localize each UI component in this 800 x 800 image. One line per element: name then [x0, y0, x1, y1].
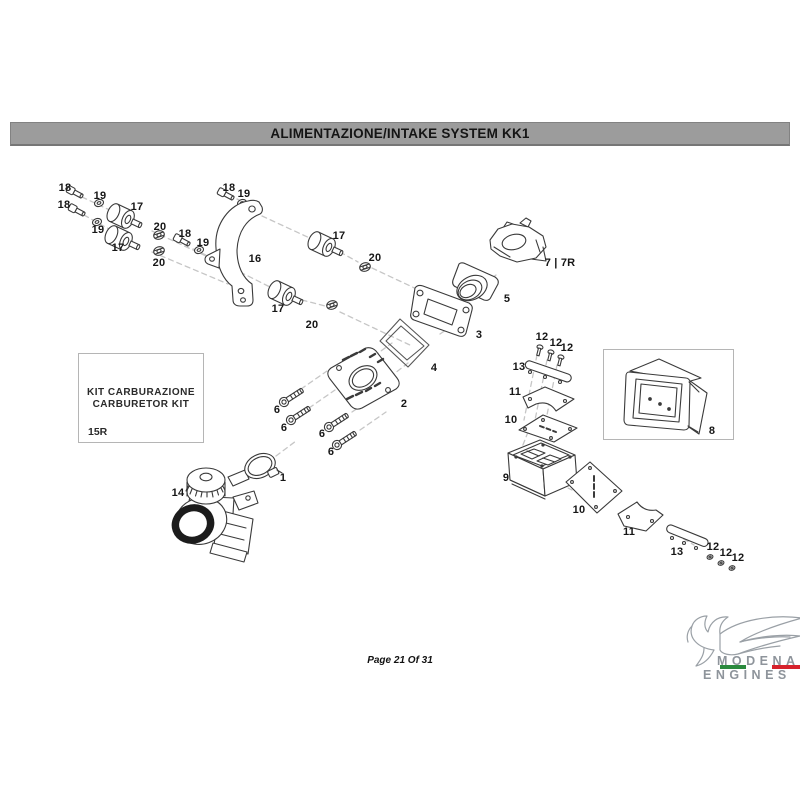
rubber-mount-17	[264, 278, 307, 312]
part-4-gasket	[379, 318, 430, 368]
kit-box-title: KIT CARBURAZIONE CARBURETOR KIT	[79, 387, 203, 410]
part-14-carburetor	[171, 467, 259, 563]
washer-19-icon	[91, 216, 103, 228]
nut-20-icon	[325, 298, 339, 312]
part-3-plate	[410, 284, 473, 337]
brand-modena: MODENA	[717, 654, 800, 668]
part-16-bracket	[204, 199, 263, 307]
winged-horse-icon	[686, 615, 800, 667]
brand-engines: ENGINES	[703, 668, 791, 682]
upper-reed-stack	[518, 343, 578, 443]
nut-20-icon	[152, 244, 166, 258]
part-9-reed-block	[507, 439, 578, 500]
page-number: Page 21 Of 31	[367, 655, 433, 666]
bolt-18-icon	[67, 202, 87, 219]
rubber-mount-17	[101, 223, 144, 257]
part-1-hose-clamp	[244, 452, 283, 480]
flag-red-bar	[772, 665, 800, 669]
lower-reed-stack	[565, 461, 737, 572]
part-7-adapter	[489, 217, 547, 263]
page-title: ALIMENTAZIONE/INTAKE SYSTEM KK1	[270, 126, 530, 141]
modena-logo: MODENA ENGINES	[680, 608, 800, 688]
part-5-intake-boot	[452, 262, 499, 302]
nut-20-icon	[358, 260, 372, 274]
nut-20-icon	[152, 228, 166, 242]
kit-title-line2: CARBURETOR KIT	[92, 398, 190, 410]
kit-title-line1: KIT CARBURAZIONE	[87, 387, 195, 398]
flag-green-bar	[720, 665, 746, 669]
kit-box: KIT CARBURAZIONE CARBURETOR KIT 15R	[78, 353, 204, 443]
bolt-18-icon	[216, 186, 236, 203]
part-8-frame	[603, 349, 734, 440]
bolt-18-icon	[65, 184, 85, 201]
part-2-manifold-spacer	[327, 347, 400, 410]
header-bar: ALIMENTAZIONE/INTAKE SYSTEM KK1	[10, 122, 790, 146]
part-8-air-housing	[623, 358, 708, 435]
kit-code: 15R	[88, 426, 108, 438]
bolt-18-icon	[172, 232, 192, 249]
rubber-mount-17	[304, 229, 347, 263]
